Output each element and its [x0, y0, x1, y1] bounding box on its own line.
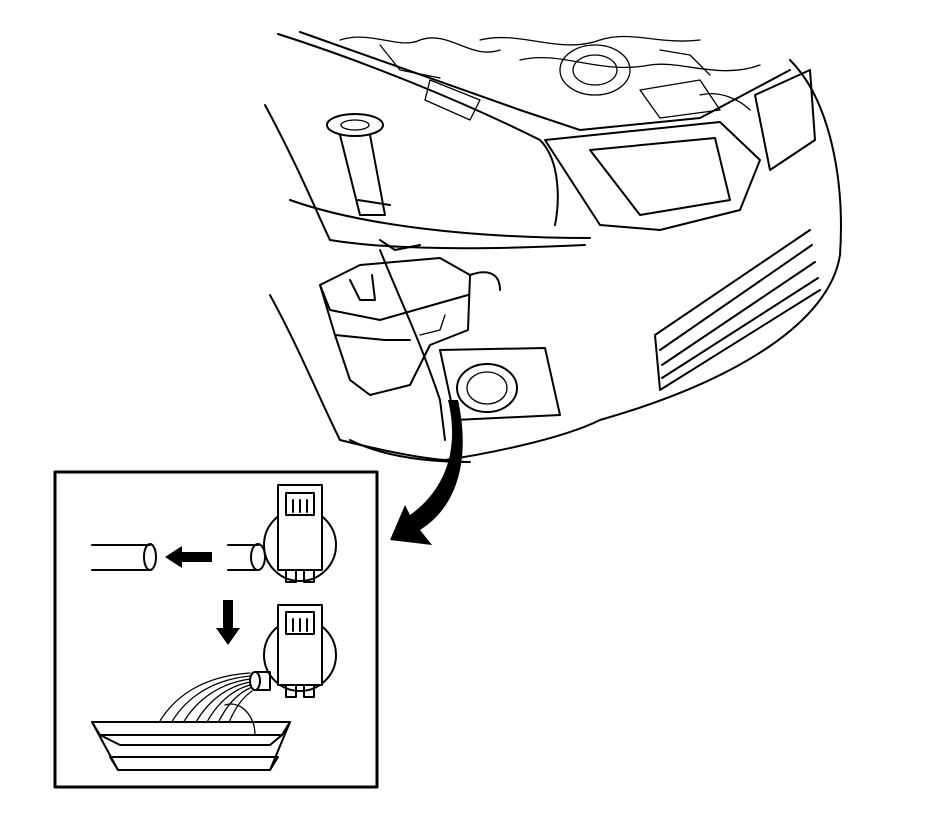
drain-pan [91, 703, 291, 771]
fog-lamp-bezel [439, 347, 561, 421]
washer-pump-draining [249, 604, 337, 698]
engine-compartment [339, 35, 761, 121]
vehicle-front-end [264, 31, 842, 463]
step-disconnect-hose [91, 484, 337, 583]
arrow-down-icon [216, 600, 240, 645]
arrow-left-icon [165, 546, 212, 568]
washer-hose [379, 249, 446, 441]
washer-fluid-reservoir [319, 239, 501, 396]
fender-line [264, 104, 586, 250]
headlamp [544, 121, 761, 231]
callout-arrow [390, 400, 463, 545]
washer-filler-neck [326, 113, 391, 216]
filler-cap [326, 113, 384, 137]
fog-lamp [456, 363, 518, 413]
washer-pump [263, 484, 337, 583]
hood-edge [277, 33, 559, 226]
inset-border [53, 470, 379, 789]
step-drain-fluid [91, 604, 337, 771]
washer-hose-end [91, 544, 151, 571]
front-bumper [444, 59, 842, 461]
detail-inset [53, 470, 379, 789]
